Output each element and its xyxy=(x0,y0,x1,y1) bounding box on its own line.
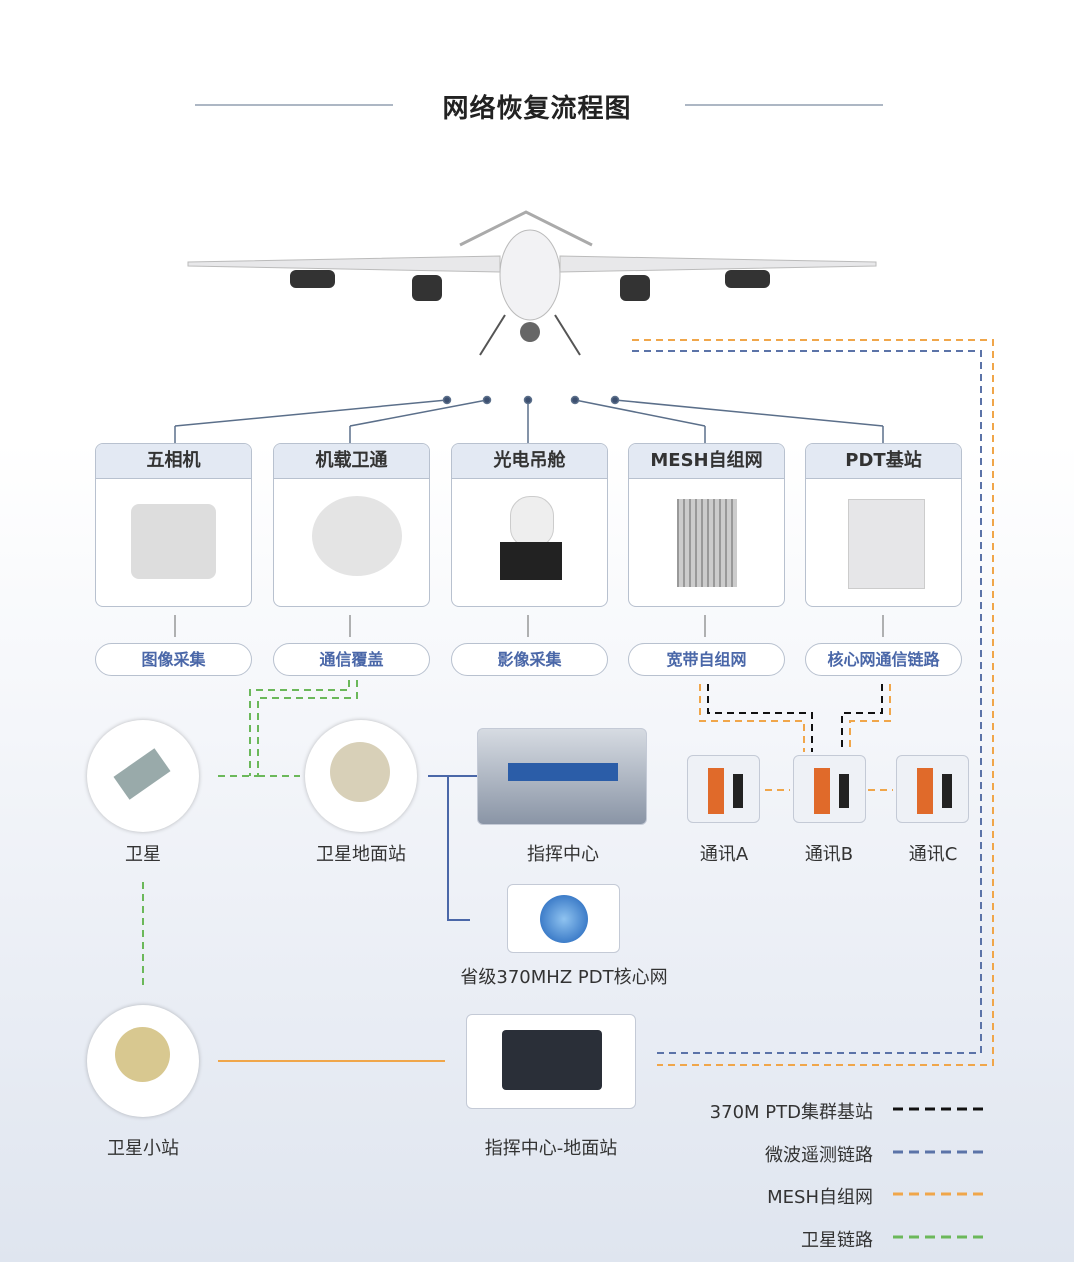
ground-station-icon xyxy=(305,720,417,832)
comm-b-image xyxy=(793,755,866,823)
comm-c-image xyxy=(896,755,969,823)
ground-station-label: 卫星地面站 xyxy=(316,844,406,865)
legend-item: 370M PTD集群基站 xyxy=(709,1102,873,1123)
small-station-icon xyxy=(87,1005,199,1117)
page-title: 网络恢复流程图 xyxy=(442,94,632,124)
function-pill: 核心网通信链路 xyxy=(805,643,962,676)
device-name: 五相机 xyxy=(96,444,251,479)
small-station-label: 卫星小站 xyxy=(107,1138,179,1159)
satellite-icon xyxy=(87,720,199,832)
device-name: MESH自组网 xyxy=(629,444,784,479)
function-pill: 通信覆盖 xyxy=(273,643,430,676)
device-name: 机载卫通 xyxy=(274,444,429,479)
gimbal-image xyxy=(510,496,554,548)
command-ground-label: 指挥中心-地面站 xyxy=(484,1138,618,1159)
comm-b-label: 通讯B xyxy=(804,844,854,865)
globe-icon xyxy=(540,895,588,943)
legend-item: 微波遥测链路 xyxy=(765,1145,873,1166)
comm-a-image xyxy=(687,755,760,823)
command-ground-image xyxy=(466,1014,636,1109)
function-pill: 宽带自组网 xyxy=(628,643,785,676)
gimbal-base xyxy=(500,542,562,580)
comm-c-label: 通讯C xyxy=(908,844,958,865)
camera-image xyxy=(131,504,216,579)
command-center-image xyxy=(477,728,647,825)
device-card-gimbal: 光电吊舱 xyxy=(451,443,608,607)
function-pill: 影像采集 xyxy=(451,643,608,676)
pdt-core-label: 省级370MHZ PDT核心网 xyxy=(460,967,668,988)
mesh-radio-image xyxy=(677,499,737,587)
comm-a-label: 通讯A xyxy=(699,844,749,865)
command-center-label: 指挥中心 xyxy=(527,844,599,865)
device-card-mesh: MESH自组网 xyxy=(628,443,785,607)
device-name: PDT基站 xyxy=(806,444,961,479)
satcom-dish-image xyxy=(312,496,402,576)
pdt-station-image xyxy=(848,499,925,589)
device-card-pdt: PDT基站 xyxy=(805,443,962,607)
legend-item: MESH自组网 xyxy=(767,1187,873,1208)
function-pill: 图像采集 xyxy=(95,643,252,676)
pdt-core-image xyxy=(507,884,620,953)
legend-item: 卫星链路 xyxy=(801,1230,873,1251)
device-card-satcom: 机载卫通 xyxy=(273,443,430,607)
device-name: 光电吊舱 xyxy=(452,444,607,479)
drone-image xyxy=(187,210,877,356)
satellite-label: 卫星 xyxy=(125,844,161,865)
device-card-camera: 五相机 xyxy=(95,443,252,607)
